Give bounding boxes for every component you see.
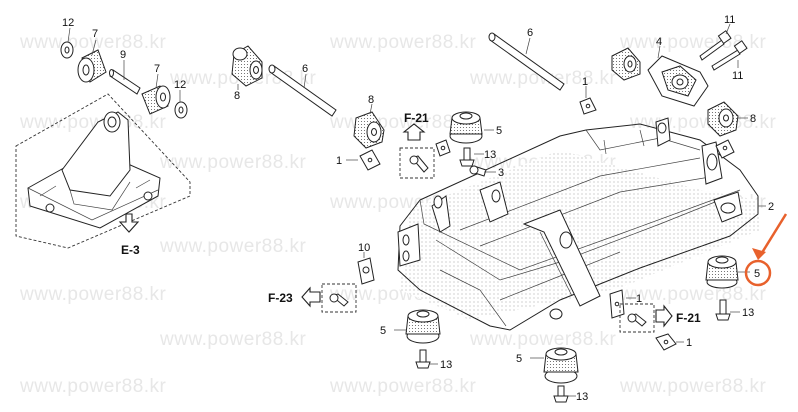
highlight-arrow	[758, 213, 788, 257]
callout-6: 6	[527, 27, 533, 39]
center-top-hardware: 8 6 6 8	[231, 27, 565, 149]
callout-3: 3	[498, 167, 504, 179]
reference-f21[interactable]: F-21	[404, 111, 429, 125]
callout-1: 1	[336, 155, 342, 167]
watermark: www.power88.kr	[329, 32, 477, 53]
callout-1: 1	[582, 76, 588, 88]
mount-cushions: 5 13 3 5 13 5 13	[380, 111, 788, 403]
callout-1: 1	[686, 337, 692, 349]
callout-5: 5	[516, 353, 522, 365]
watermark: www.power88.kr	[619, 376, 767, 397]
callout-12: 12	[174, 79, 186, 91]
reference-f23[interactable]: F-23	[268, 291, 293, 305]
reference-arrow[interactable]	[402, 123, 426, 141]
watermark: www.power88.kr	[329, 376, 477, 397]
f23-reference-group: 10 F-23	[268, 242, 375, 313]
callout-13: 13	[440, 359, 452, 371]
callout-5: 5	[754, 268, 760, 280]
callout-4: 4	[656, 36, 662, 48]
watermark: www.power88.kr	[469, 329, 617, 350]
watermark: www.power88.kr	[159, 152, 307, 173]
f21-top-reference: F-21	[399, 111, 435, 179]
callout-13: 13	[576, 391, 588, 403]
reference-f21[interactable]: F-21	[676, 311, 701, 325]
engine-mount-bracket-group: E-3	[15, 93, 191, 257]
callout-13: 13	[742, 307, 754, 319]
reference-arrow[interactable]	[301, 286, 321, 308]
side-plate[interactable]	[397, 223, 421, 267]
washer-hole	[64, 46, 70, 54]
reference-e3[interactable]: E-3	[121, 243, 140, 257]
bolt-part[interactable]	[719, 299, 727, 315]
watermark: www.power88.kr	[619, 284, 767, 305]
reference-arrow[interactable]	[118, 213, 140, 233]
callout-8: 8	[234, 90, 240, 102]
frame-hole	[549, 308, 563, 320]
callout-7: 7	[154, 63, 160, 75]
reference-arrow[interactable]	[655, 304, 673, 328]
watermark: www.power88.kr	[19, 284, 167, 305]
callout-7: 7	[92, 28, 98, 40]
callout-13: 13	[484, 149, 496, 161]
callout-1: 1	[636, 293, 642, 305]
f21-bottom-reference: F-21	[619, 303, 701, 333]
callout-11: 11	[732, 70, 743, 82]
frame-hole	[559, 231, 573, 249]
subframe-outline[interactable]	[397, 123, 759, 331]
callout-9: 9	[120, 49, 126, 61]
cross-member[interactable]	[522, 209, 601, 307]
watermark: www.power88.kr	[19, 376, 167, 397]
bolt-part[interactable]	[463, 147, 471, 161]
side-plate[interactable]	[479, 181, 509, 223]
watermark: www.power88.kr	[469, 68, 617, 89]
watermark: www.power88.kr	[159, 236, 307, 257]
left-hardware-group: 12 7 9 7 12	[60, 17, 188, 119]
watermark: www.power88.kr	[19, 32, 167, 53]
callout-10: 10	[358, 242, 370, 254]
callout-12: 12	[62, 17, 74, 29]
callout-5: 5	[380, 325, 386, 337]
clip-brackets: 1 1 1 1	[336, 76, 735, 351]
bolt-hole	[45, 203, 55, 213]
subframe-assembly: 2	[397, 117, 774, 331]
bolt-part[interactable]	[699, 39, 725, 61]
callout-2: 2	[768, 201, 774, 213]
bolt-part[interactable]	[419, 349, 427, 363]
pin-part[interactable]	[109, 69, 141, 95]
highlight-arrowhead	[752, 248, 766, 260]
bolt-hole	[143, 191, 153, 201]
callout-8: 8	[368, 94, 374, 106]
bracket-arm[interactable]	[61, 111, 131, 197]
right-bracket-group: 4 11 11 8	[611, 14, 756, 137]
bushing-hole	[82, 64, 90, 76]
callout-6: 6	[302, 63, 308, 75]
reference-box	[15, 93, 191, 249]
reference-box	[619, 303, 655, 333]
callout-5: 5	[496, 125, 502, 137]
callout-11: 11	[724, 14, 735, 26]
callout-8: 8	[750, 113, 756, 125]
bolt-part[interactable]	[557, 385, 565, 397]
reference-box	[321, 283, 357, 313]
watermark: www.power88.kr	[159, 329, 307, 350]
bolt-part[interactable]	[711, 49, 741, 71]
reference-box	[399, 147, 435, 179]
highlight-circle	[744, 259, 772, 287]
